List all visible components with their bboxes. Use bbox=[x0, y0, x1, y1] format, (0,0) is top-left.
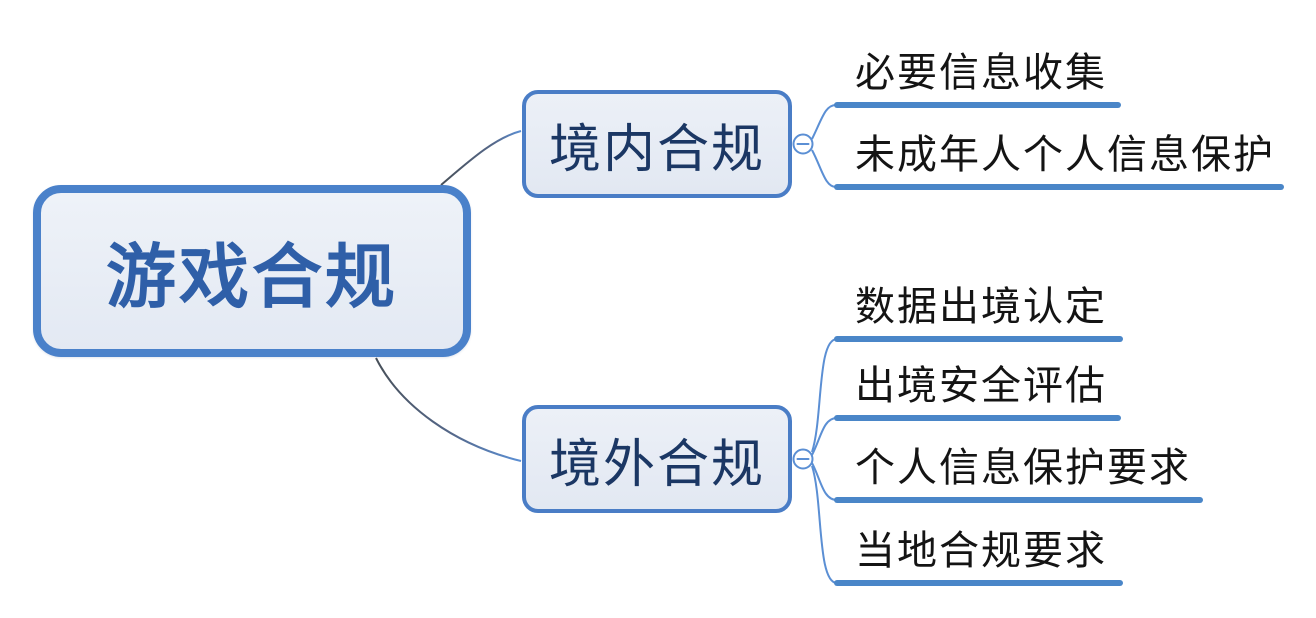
connector-overseas-to-child-4 bbox=[811, 465, 838, 584]
branch-node-label: 境外合规 bbox=[548, 435, 765, 494]
leaf-node[interactable]: 必要信息收集 bbox=[855, 51, 1107, 95]
connector-root-to-domestic bbox=[440, 130, 522, 186]
branch-node-overseas[interactable]: 境外合规 bbox=[522, 405, 792, 513]
branch-node-domestic[interactable]: 境内合规 bbox=[522, 90, 792, 198]
branch-node-label: 境内合规 bbox=[548, 120, 765, 179]
connector-domestic-to-child-2 bbox=[811, 149, 837, 188]
collapse-toggle-overseas-minus-circle-icon[interactable] bbox=[792, 448, 814, 470]
connector-root-to-overseas bbox=[375, 357, 522, 462]
leaf-node[interactable]: 出境安全评估 bbox=[855, 364, 1107, 408]
connector-overseas-to-child-2 bbox=[811, 417, 838, 456]
leaf-node[interactable]: 个人信息保护要求 bbox=[855, 446, 1191, 490]
leaf-node[interactable]: 未成年人个人信息保护 bbox=[855, 133, 1275, 177]
connector-overseas-to-child-3 bbox=[811, 462, 838, 501]
leaf-node[interactable]: 当地合规要求 bbox=[855, 529, 1107, 573]
leaf-node[interactable]: 数据出境认定 bbox=[855, 285, 1107, 329]
root-node-label: 游戏合规 bbox=[106, 237, 398, 316]
connector-domestic-to-child-1 bbox=[811, 104, 837, 140]
connector-overseas-to-child-1 bbox=[811, 338, 838, 453]
root-node[interactable]: 游戏合规 bbox=[33, 185, 471, 357]
collapse-toggle-domestic-minus-circle-icon[interactable] bbox=[792, 133, 814, 155]
